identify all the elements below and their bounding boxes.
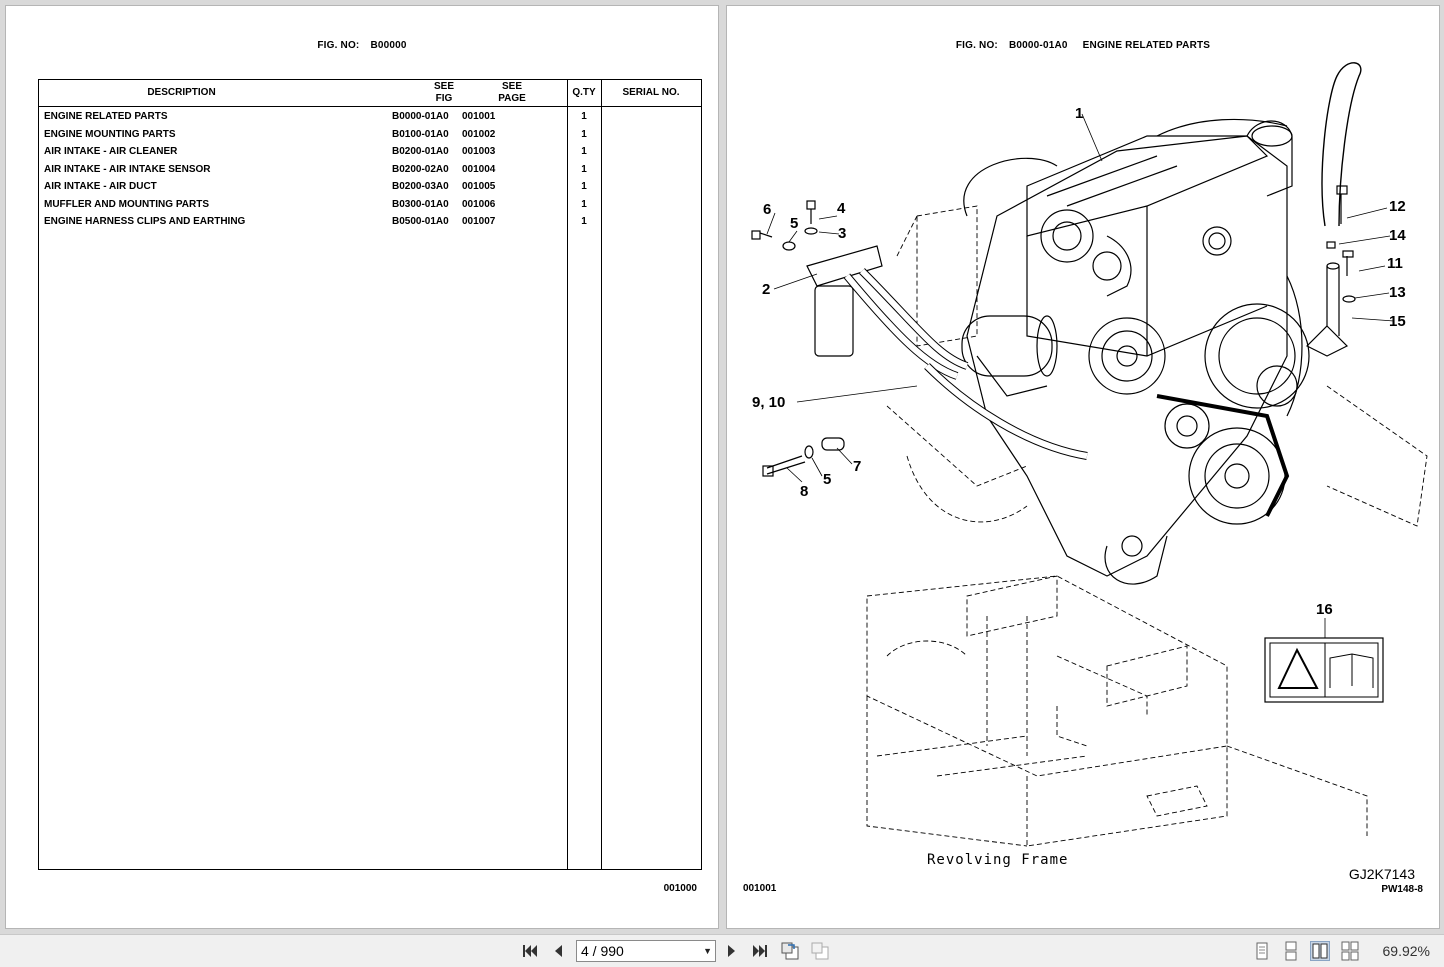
table-header: DESCRIPTION SEE FIG SEE PAGE Q.TY SERIAL… bbox=[39, 80, 701, 107]
table-row: AIR INTAKE - AIR CLEANER B0200-01A0 0010… bbox=[44, 146, 587, 157]
left-page: FIG. NO: B00000 DESCRIPTION SEE FIG SEE … bbox=[6, 6, 718, 928]
drawing-code: GJ2K7143 bbox=[1348, 866, 1415, 882]
callout-7: 7 bbox=[853, 458, 861, 475]
rotate-icon[interactable] bbox=[778, 939, 802, 963]
extract-icon[interactable] bbox=[808, 939, 832, 963]
fig-title: ENGINE RELATED PARTS bbox=[1082, 40, 1211, 51]
right-page: FIG. NO: B0000-01A0 ENGINE RELATED PARTS bbox=[727, 6, 1439, 928]
fig-label: FIG. NO: bbox=[317, 40, 360, 51]
header-see-page: SEE PAGE bbox=[498, 81, 526, 104]
fig-header: FIG. NO: B00000 bbox=[6, 40, 718, 51]
warning-label-16 bbox=[1264, 637, 1384, 703]
chevron-down-icon[interactable]: ▼ bbox=[703, 946, 712, 956]
callout-16: 16 bbox=[1316, 601, 1333, 618]
callout-11: 11 bbox=[1387, 255, 1403, 272]
page-indicator-input[interactable]: 4 / 990 ▼ bbox=[576, 940, 716, 962]
single-page-view-icon[interactable] bbox=[1252, 941, 1272, 961]
header-description: DESCRIPTION bbox=[147, 87, 216, 98]
table-row: ENGINE HARNESS CLIPS AND EARTHING B0500-… bbox=[44, 216, 587, 227]
revolving-frame-drawing bbox=[866, 205, 1428, 847]
page-number: 001001 bbox=[743, 883, 777, 894]
header-see-fig: SEE FIG bbox=[433, 81, 454, 104]
viewer-toolbar: 4 / 990 ▼ 69.92% bbox=[0, 934, 1444, 967]
last-page-icon[interactable] bbox=[748, 939, 772, 963]
table-row: MUFFLER AND MOUNTING PARTS B0300-01A0 00… bbox=[44, 198, 587, 210]
zoom-level[interactable]: 69.92% bbox=[1382, 943, 1430, 959]
callout-1: 1 bbox=[1075, 105, 1083, 122]
callout-4: 4 bbox=[837, 200, 846, 217]
fig-number: B00000 bbox=[370, 40, 407, 51]
callout-15: 15 bbox=[1389, 313, 1406, 330]
page-number: 001000 bbox=[663, 883, 697, 894]
first-page-icon[interactable] bbox=[518, 939, 542, 963]
header-serial: SERIAL NO. bbox=[622, 87, 680, 98]
callout-14: 14 bbox=[1389, 227, 1406, 244]
callout-3: 3 bbox=[838, 225, 846, 242]
callout-5b: 5 bbox=[823, 471, 831, 488]
table-row: ENGINE MOUNTING PARTS B0100-01A0 001002 … bbox=[44, 128, 587, 140]
callout-9-10: 9, 10 bbox=[752, 394, 785, 411]
parts-table: DESCRIPTION SEE FIG SEE PAGE Q.TY SERIAL… bbox=[38, 79, 702, 870]
next-page-icon[interactable] bbox=[720, 939, 744, 963]
revolving-frame-caption: Revolving Frame bbox=[927, 852, 1069, 868]
filter-and-hose-drawing bbox=[751, 185, 1356, 477]
table-row: ENGINE RELATED PARTS B0000-01A0 001001 1 bbox=[44, 111, 587, 122]
callout-8: 8 bbox=[800, 483, 808, 500]
callout-12: 12 bbox=[1389, 198, 1406, 215]
table-row: AIR INTAKE - AIR DUCT B0200-03A0 001005 … bbox=[44, 181, 587, 192]
continuous-view-icon[interactable] bbox=[1281, 941, 1301, 961]
table-row: AIR INTAKE - AIR INTAKE SENSOR B0200-02A… bbox=[44, 163, 587, 175]
previous-page-icon[interactable] bbox=[546, 939, 570, 963]
model-code: PW148-8 bbox=[1381, 884, 1423, 895]
callout-5a: 5 bbox=[790, 215, 798, 232]
header-qty: Q.TY bbox=[572, 87, 596, 98]
callout-leaders bbox=[766, 113, 1395, 638]
callout-6: 6 bbox=[763, 201, 771, 218]
callout-13: 13 bbox=[1389, 284, 1406, 301]
callout-2: 2 bbox=[762, 281, 770, 298]
two-page-continuous-icon[interactable] bbox=[1340, 941, 1360, 961]
fig-label: FIG. NO: bbox=[955, 40, 998, 51]
engine-exploded-drawing: 1 2 3 4 5 5 6 7 8 9, 10 11 12 13 14 15 1… bbox=[751, 62, 1428, 847]
engine-block-drawing bbox=[961, 62, 1362, 585]
two-page-view-icon[interactable] bbox=[1310, 941, 1330, 961]
fig-header: FIG. NO: B0000-01A0 ENGINE RELATED PARTS bbox=[727, 40, 1439, 51]
fig-number: B0000-01A0 bbox=[1008, 40, 1068, 51]
